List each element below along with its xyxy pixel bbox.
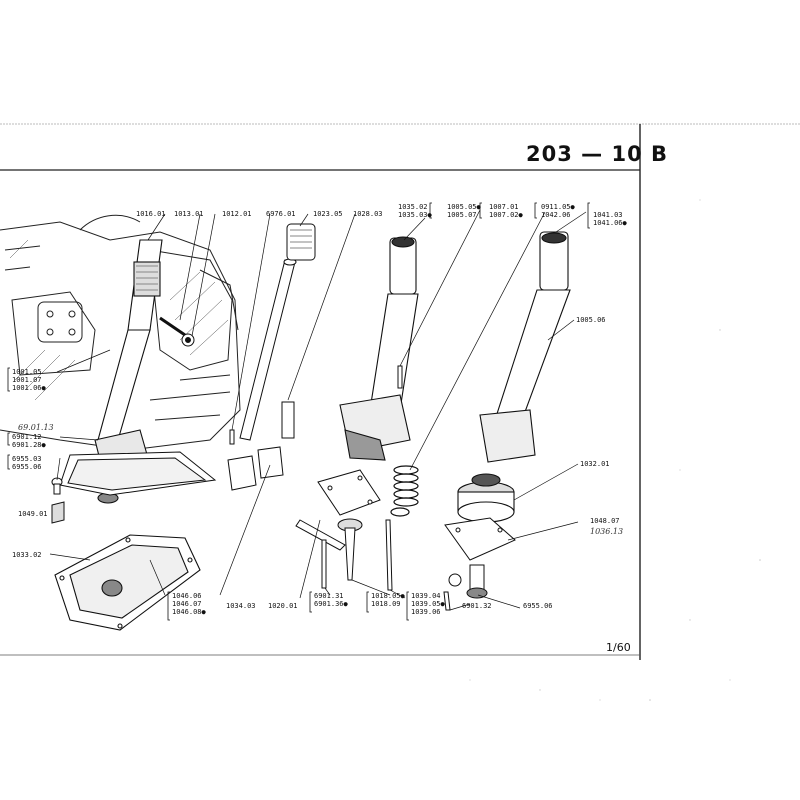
pump-gears-1034 — [227, 446, 284, 491]
callout-1005-top: 1005.05●1005.07 — [447, 203, 481, 219]
page-number: 1/60 — [606, 641, 631, 654]
pin-1007 — [397, 365, 403, 389]
callout-1023: 1023.05 — [313, 210, 343, 218]
oil-sump-gasket — [59, 451, 217, 496]
bracket-1049 — [51, 501, 65, 524]
callout-0911: 0911.05●1042.06 — [541, 203, 575, 219]
relief-spring-1039 — [390, 465, 419, 517]
oil-pump-body-1005-06 — [479, 231, 571, 463]
engine-block-hatching — [9, 239, 229, 401]
callout-1028: 1028.03 — [353, 210, 383, 218]
cover-plate-1018 — [317, 469, 381, 581]
sleeve-1035 — [281, 401, 295, 439]
callout-1034: 1034.03 — [226, 602, 256, 610]
relief-valve-assembly — [448, 564, 488, 599]
callout-1018: 1018.05●1018.09 — [371, 592, 405, 608]
bolt-1013 — [159, 316, 195, 347]
oil-sump-pan — [54, 534, 201, 631]
callout-1048: 1048.07 — [590, 517, 620, 525]
callout-1013: 1013.01 — [174, 210, 204, 218]
callout-1032: 1032.01 — [580, 460, 610, 468]
handwritten-note-a: 69.01.13 — [18, 423, 54, 432]
oil-pump-body-1005 — [339, 236, 419, 461]
callout-1049: 1049.01 — [18, 510, 48, 518]
callout-1020: 1020.01 — [268, 602, 298, 610]
pin-6976 — [229, 429, 235, 445]
pump-cover-1048 — [444, 517, 516, 561]
handwritten-note-b: 1036.13 — [590, 527, 624, 536]
callout-6976: 6976.01 — [266, 210, 296, 218]
bolt-1039 — [385, 519, 393, 591]
callout-1016: 1016.01 — [136, 210, 166, 218]
callout-1005-06: 1005.06 — [576, 316, 606, 324]
callout-6955-right: 6955.06 — [523, 602, 553, 610]
callout-6901-32: 6901.32 — [462, 602, 492, 610]
rotor-housing-1032 — [457, 473, 515, 523]
strainer-bracket-1020 — [295, 519, 346, 589]
page-title: 203 — 10 B — [526, 142, 668, 166]
gear-1023 — [286, 223, 316, 261]
leader-lines — [49, 209, 587, 611]
callout-1033: 1033.02 — [12, 551, 42, 559]
screw-6955-left — [51, 477, 63, 495]
callout-1012: 1012.01 — [222, 210, 252, 218]
